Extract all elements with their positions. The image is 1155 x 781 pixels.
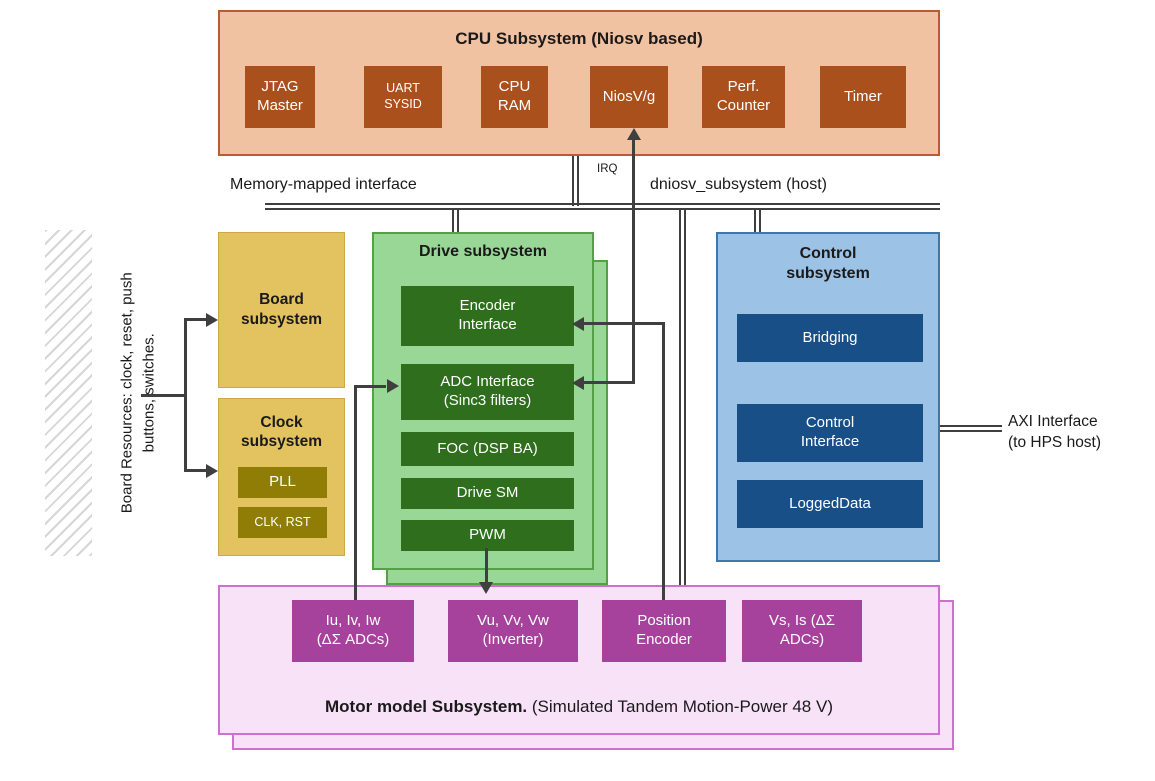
clock-subsystem-box: Clock subsystem PLL CLK, RST	[218, 398, 345, 556]
motor-subsystem-title-rest: (Simulated Tandem Motion-Power 48 V)	[527, 697, 833, 716]
cpu-block-timer: Timer	[820, 66, 906, 128]
control-block-logged-data: LoggedData	[737, 480, 923, 528]
drive-block-encoder-interface: Encoder Interface	[401, 286, 574, 346]
motor-subsystem-box: Iu, Iv, Iw (ΔΣ ADCs) Vu, Vv, Vw (Inverte…	[218, 585, 940, 735]
drive-block-foc: FOC (DSP BA)	[401, 432, 574, 466]
resources-to-clock-arrow	[206, 464, 218, 478]
cpu-block-cpu-ram: CPU RAM	[481, 66, 548, 128]
memory-mapped-interface-label: Memory-mapped interface	[230, 176, 417, 193]
encoder-feedback-arrow	[572, 317, 584, 331]
memory-mapped-bus-line	[265, 203, 940, 210]
encoder-feedback-vline	[662, 322, 665, 600]
cpu-subsystem-title: CPU Subsystem (Niosv based)	[455, 29, 703, 48]
control-block-bridging: Bridging	[737, 314, 923, 362]
drive-subsystem-box: Drive subsystem Encoder Interface ADC In…	[372, 232, 594, 570]
pwm-to-motor-vline	[485, 548, 488, 584]
motor-block-iu-iv-iw: Iu, Iv, Iw (ΔΣ ADCs)	[292, 600, 414, 662]
drive-block-drive-sm: Drive SM	[401, 478, 574, 509]
cpu-block-niosv: NiosV/g	[590, 66, 668, 128]
resources-branch-line	[184, 318, 187, 472]
cpu-to-bus-connector	[572, 154, 579, 206]
iu-to-adc-arrow	[387, 379, 399, 393]
bus-to-motor-connector	[679, 209, 686, 587]
irq-hline	[584, 381, 635, 384]
dniosv-subsystem-label: dniosv_subsystem (host)	[650, 176, 827, 193]
cpu-subsystem-box: CPU Subsystem (Niosv based) JTAG Master …	[218, 10, 940, 156]
clock-block-clk-rst: CLK, RST	[238, 507, 327, 538]
board-resources: Board Resources: clock, reset, push butt…	[96, 230, 180, 556]
drive-block-pwm: PWM	[401, 520, 574, 551]
drive-subsystem-title: Drive subsystem	[418, 243, 548, 260]
resources-to-clock-line	[184, 469, 208, 472]
cpu-block-perf-counter: Perf. Counter	[702, 66, 785, 128]
clock-subsystem-title: Clock subsystem	[241, 414, 322, 451]
board-subsystem-title: Board subsystem	[241, 290, 322, 328]
iu-to-adc-vline	[354, 386, 357, 600]
irq-vline	[632, 140, 635, 384]
control-subsystem-title: Control subsystem	[786, 245, 870, 282]
bus-to-drive-connector	[452, 209, 459, 234]
axi-interface-line	[940, 425, 1002, 432]
motor-block-vu-vv-vw: Vu, Vv, Vw (Inverter)	[448, 600, 578, 662]
cpu-block-jtag-master: JTAG Master	[245, 66, 315, 128]
irq-arrow-into-adc	[572, 376, 584, 390]
board-resources-label: Board Resources: clock, reset, push butt…	[118, 272, 157, 514]
resources-to-board-line	[184, 318, 208, 321]
motor-subsystem-title-bold: Motor model Subsystem.	[325, 697, 528, 716]
board-resources-hatch	[45, 230, 92, 556]
control-block-control-interface: Control Interface	[737, 404, 923, 462]
motor-block-vs-is: Vs, Is (ΔΣ ADCs)	[742, 600, 862, 662]
axi-interface-label: AXI Interface (to HPS host)	[1008, 413, 1102, 451]
motor-subsystem-title: Motor model Subsystem. (Simulated Tandem…	[220, 697, 938, 717]
clock-block-pll: PLL	[238, 467, 327, 498]
motor-block-position-encoder: Position Encoder	[602, 600, 726, 662]
cpu-block-uart-sysid: UART SYSID	[364, 66, 442, 128]
bus-to-control-connector	[754, 209, 761, 234]
irq-arrow-into-niosv	[627, 128, 641, 140]
iu-to-adc-hline	[354, 385, 386, 388]
board-subsystem-box: Board subsystem	[218, 232, 345, 388]
control-subsystem-box: Control subsystem Bridging Control Inter…	[716, 232, 940, 562]
pwm-to-motor-arrow	[479, 582, 493, 594]
drive-block-adc-interface: ADC Interface (Sinc3 filters)	[401, 364, 574, 420]
irq-label: IRQ	[597, 163, 618, 175]
encoder-feedback-hline	[584, 322, 664, 325]
resources-stub-line	[141, 394, 187, 397]
resources-to-board-arrow	[206, 313, 218, 327]
